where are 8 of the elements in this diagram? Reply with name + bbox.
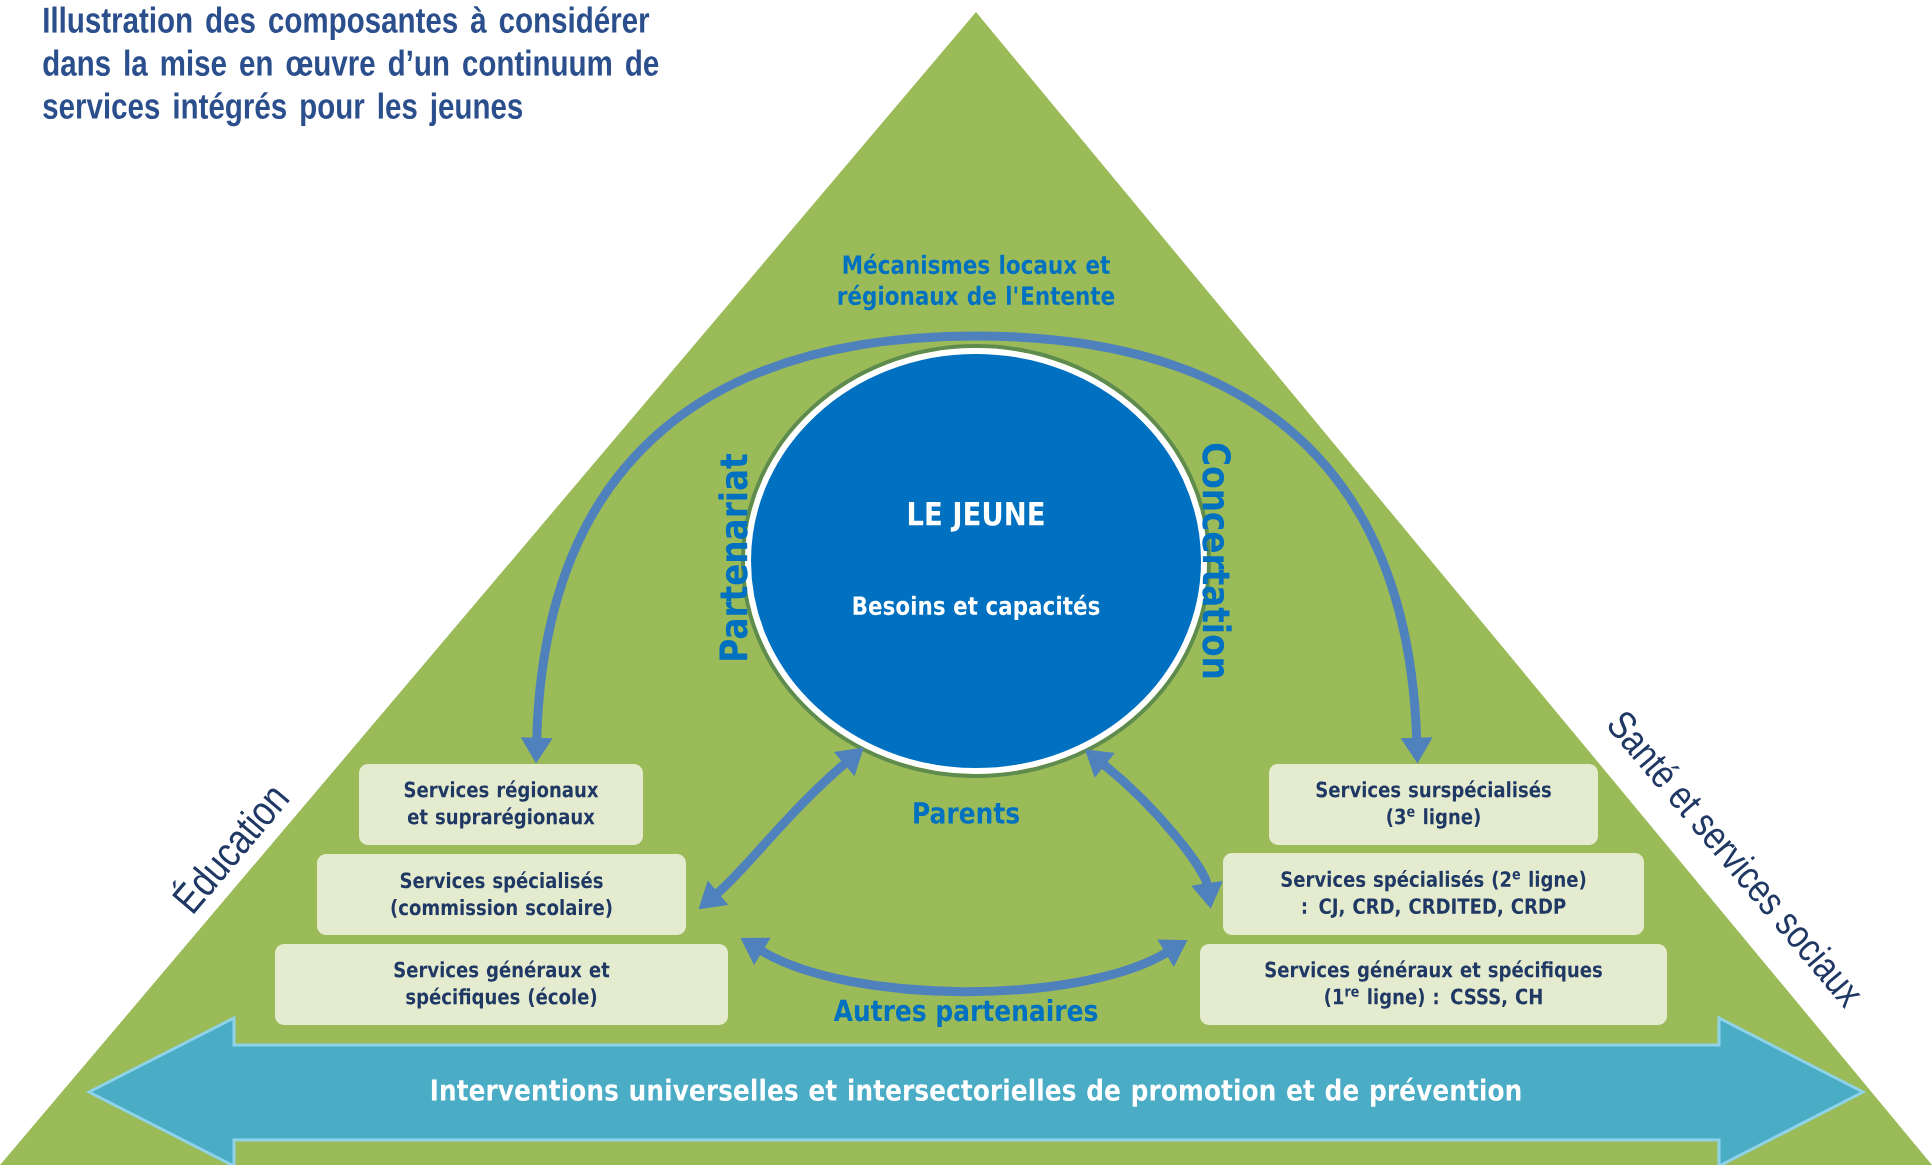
- service-box: Services spécialisés (2$^{e}$ ligne) : CJ, CRD, CRDITED, CRDP: [1223, 853, 1644, 935]
- service-box: Services régionaux et suprarégionaux: [359, 764, 643, 845]
- service-box: Services spécialisés (commission scolaire): [317, 854, 686, 935]
- service-box: Services surspécialisés (3$^{e}$ ligne): [1269, 764, 1598, 845]
- title: Illustration des composantes à considérer dans la mise en œuvre d’un continuum de services intégrés pour les jeunes: [43, 6, 659, 127]
- edge-label: Mécanismes locaux et régionaux de l'Entente: [838, 253, 1115, 311]
- service-box: Services généraux et spécifiques (école): [275, 944, 728, 1025]
- service-box: Services généraux et spécifiques (1$^{re}$ ligne) : CSSS, CH: [1200, 944, 1667, 1025]
